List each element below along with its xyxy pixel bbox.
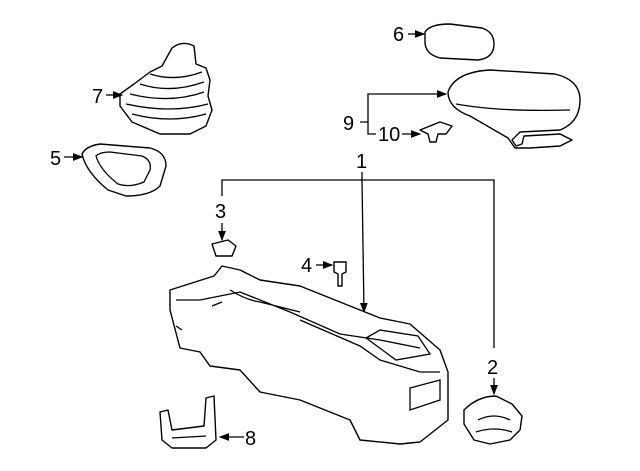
part-5-shift-bezel[interactable] <box>81 143 167 197</box>
part-2-shift-base[interactable] <box>463 395 523 445</box>
part-6-armrest-pad[interactable] <box>424 23 495 61</box>
part-7-shift-boot[interactable] <box>119 42 213 135</box>
callout-9: 9 <box>343 113 354 135</box>
callout-10: 10 <box>378 124 400 146</box>
part-4-screw[interactable] <box>333 261 347 287</box>
part-3-clip[interactable] <box>211 239 237 257</box>
callout-3: 3 <box>215 201 226 223</box>
part-8-bracket[interactable] <box>159 395 217 449</box>
callout-1: 1 <box>356 151 367 173</box>
callout-7: 7 <box>92 86 103 108</box>
callout-8: 8 <box>245 428 256 450</box>
callout-2: 2 <box>487 357 498 379</box>
part-9-armrest-lid[interactable] <box>447 69 581 149</box>
callout-4: 4 <box>301 255 312 277</box>
callout-6: 6 <box>393 24 404 46</box>
part-1-center-console[interactable] <box>169 265 449 445</box>
callout-5: 5 <box>50 148 61 170</box>
part-10-hinge[interactable] <box>419 121 453 143</box>
